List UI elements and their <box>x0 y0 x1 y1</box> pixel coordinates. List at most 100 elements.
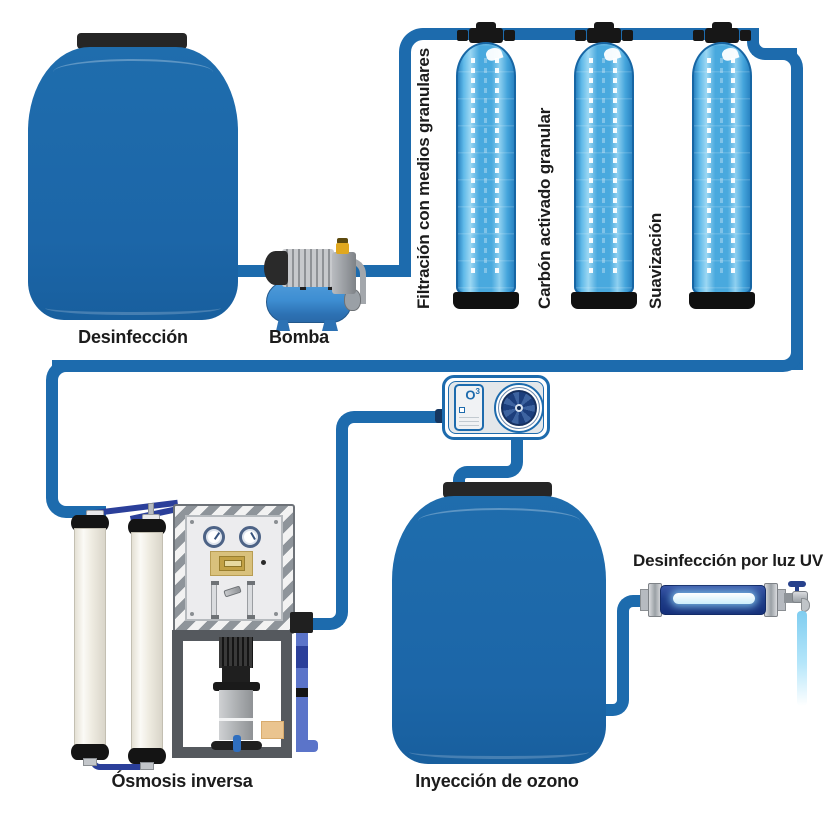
screw-icon <box>274 520 278 524</box>
pump-fitting-cap <box>337 238 348 244</box>
filter3-label: Suavización <box>646 212 665 309</box>
dash-column <box>613 58 617 274</box>
ro-membrane-2-top-cap <box>128 519 166 535</box>
disinfection-tank-cap <box>77 33 187 49</box>
shine-swoosh-icon <box>484 45 504 63</box>
ro-membrane-2-body <box>131 532 163 751</box>
dash-column-faint <box>484 58 487 274</box>
ozone-generator: O3 <box>442 375 550 440</box>
ro-pump-collar <box>222 666 250 684</box>
valve-fitting-right <box>622 30 633 41</box>
filter-tank-body <box>574 42 634 294</box>
pump-motor-body <box>282 249 334 287</box>
tank-bottom-rim <box>44 301 222 315</box>
shine-swoosh-icon <box>720 45 740 63</box>
pipe-to-ozone-generator <box>336 411 448 611</box>
pipe-left-down-corner <box>46 360 146 440</box>
valve-knob <box>594 22 614 30</box>
pump-foot-right <box>322 320 338 331</box>
ro-membrane-1-top-cap <box>71 515 109 531</box>
screw-icon <box>190 520 194 524</box>
o3-badge: O3 <box>465 387 480 403</box>
screw-icon <box>190 612 194 616</box>
flow-meter-cap <box>247 581 255 585</box>
pipe-middle-horizontal <box>52 360 612 372</box>
tank-bottom-rim <box>409 745 589 759</box>
generator-fan <box>494 383 544 433</box>
valve-fitting-left <box>457 30 468 41</box>
ro-pump-flange <box>213 682 260 691</box>
flow-meter-1 <box>211 581 219 619</box>
gauge-needle <box>250 532 256 540</box>
shine-swoosh-icon <box>602 45 622 63</box>
ro-side-pipe-elbow <box>304 740 318 752</box>
pump-yellow-fitting <box>336 243 349 254</box>
valve-knob <box>476 22 496 30</box>
ro-bottom-fitting-1 <box>83 758 97 766</box>
filter-tank-base <box>689 292 755 309</box>
pump-label: Bomba <box>268 327 329 347</box>
faucet-spout <box>801 598 810 612</box>
filter2-label: Carbón activado granular <box>535 107 554 309</box>
pressure-gauge-2 <box>239 526 261 548</box>
flow-meter-2 <box>247 581 255 619</box>
filter-tank-carbon <box>571 18 637 310</box>
dash-column <box>471 58 475 274</box>
dash-column-faint <box>720 58 723 274</box>
pump-body-band <box>219 718 253 721</box>
ro-membrane-1-bottom-cap <box>71 744 109 760</box>
pressure-gauge-1 <box>203 526 225 548</box>
fan-ring <box>498 387 540 429</box>
valve-head <box>705 28 739 43</box>
ro-tan-box <box>261 721 284 739</box>
screw-icon <box>274 612 278 616</box>
disinfection-tank <box>28 47 238 320</box>
ro-frame <box>172 630 292 758</box>
faucet-stem <box>795 586 799 593</box>
ozone-tank-label: Inyección de ozono <box>415 771 579 791</box>
ro-label: Ósmosis inversa <box>111 771 253 791</box>
pipe-s-curve-b <box>770 48 803 370</box>
flow-meter-cap <box>211 581 219 585</box>
uv-chamber <box>660 585 766 615</box>
filter-tank-body <box>692 42 752 294</box>
dash-column <box>707 58 711 274</box>
valve-knob <box>712 22 732 30</box>
dash-column <box>495 58 499 274</box>
ro-membrane-1-body <box>74 528 106 747</box>
dash-column-faint <box>602 58 605 274</box>
ro-pump-drain-pin <box>233 735 241 752</box>
valve-head <box>469 28 503 43</box>
tank-highlight <box>53 59 213 85</box>
ro-side-pipe <box>296 630 308 752</box>
gauge-needle <box>213 532 221 540</box>
valve-head <box>587 28 621 43</box>
panel-dot <box>261 560 266 565</box>
ozone-generator-left-stub <box>435 409 445 423</box>
disinfection-tank-label: Desinfección <box>78 327 188 347</box>
pump-foot-left <box>276 320 290 331</box>
faucet-connector <box>784 593 796 603</box>
water-stream <box>797 611 807 706</box>
dash-column <box>589 58 593 274</box>
valve-fitting-left <box>693 30 704 41</box>
panel-vent-lines <box>459 417 479 429</box>
pump-head <box>332 252 356 294</box>
tank-highlight <box>417 508 581 534</box>
faucet-handle <box>788 581 806 587</box>
side-pipe-navy-segment <box>296 646 308 668</box>
ozone-tank-cap <box>443 482 552 498</box>
pipe-ro-inlet-corner <box>46 430 106 518</box>
flow-meter-cap <box>211 615 219 619</box>
valve-fitting-right <box>504 30 515 41</box>
uv-lamp <box>673 593 755 604</box>
uv-endcap-right <box>764 583 778 617</box>
ro-gold-panel <box>210 551 253 576</box>
filter1-label: Filtración con medios granulares <box>414 48 433 309</box>
fan-hub <box>515 404 523 412</box>
uv-label: Desinfección por luz UV <box>633 551 823 570</box>
filter-tank-softener <box>689 18 755 310</box>
filter-tank-granular-media <box>453 18 519 310</box>
gold-display <box>219 556 245 571</box>
